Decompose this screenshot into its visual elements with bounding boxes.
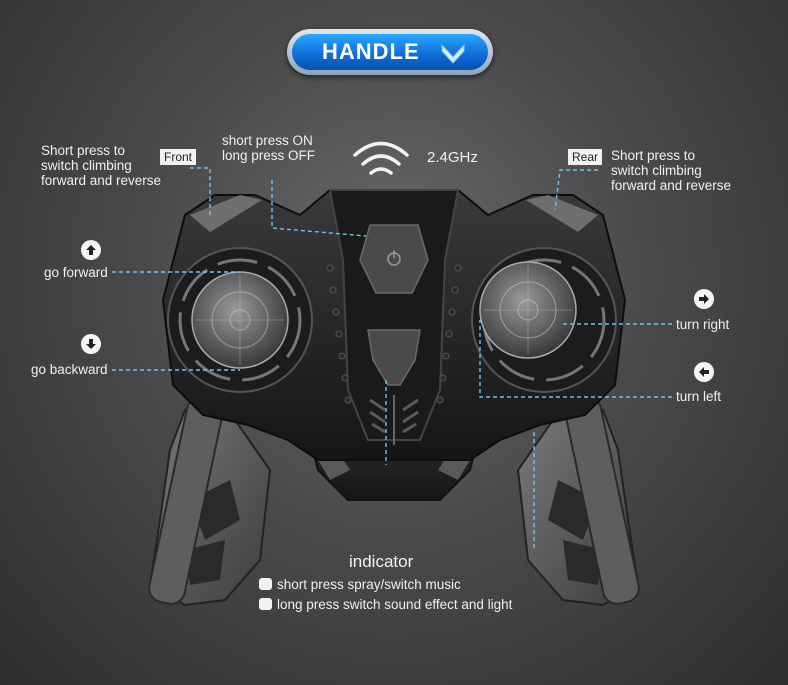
rear-text-line: switch climbing bbox=[611, 163, 702, 178]
rear-tag: Rear bbox=[568, 149, 603, 165]
page-title: HANDLE bbox=[322, 39, 420, 64]
title-badge: HANDLE bbox=[287, 29, 493, 75]
turn-left-label: turn left bbox=[676, 389, 722, 404]
front-text-line: Short press to bbox=[41, 143, 126, 158]
arrow-left-icon bbox=[694, 362, 714, 382]
front-text-line: switch climbing bbox=[41, 158, 132, 173]
indicator-item-long-press: long press switch sound effect and light bbox=[259, 597, 512, 612]
rear-text-line: Short press to bbox=[611, 148, 696, 163]
go-backward-label: go backward bbox=[31, 362, 108, 377]
left-grip bbox=[148, 395, 272, 607]
wifi-signal-icon bbox=[353, 141, 409, 175]
right-joystick bbox=[479, 261, 577, 359]
power-text-line: short press ON bbox=[222, 133, 313, 148]
rear-text-line: forward and reverse bbox=[611, 178, 732, 193]
power-text-line: long press OFF bbox=[222, 148, 316, 163]
front-text-line: forward and reverse bbox=[41, 173, 162, 188]
power-button bbox=[359, 224, 429, 294]
go-forward-label: go forward bbox=[44, 265, 108, 280]
signal-label: 2.4GHz bbox=[427, 149, 478, 166]
right-grip bbox=[516, 395, 640, 607]
controller-body bbox=[161, 189, 627, 461]
long-press-icon bbox=[259, 598, 272, 610]
indicator-item-text: long press switch sound effect and light bbox=[277, 597, 513, 612]
arrow-right-icon bbox=[694, 289, 714, 309]
indicator-item-short-press: short press spray/switch music bbox=[259, 577, 461, 592]
leader-lines bbox=[112, 167, 672, 548]
front-description: Short press to switch climbing forward a… bbox=[41, 143, 161, 188]
rear-description: Short press to switch climbing forward a… bbox=[611, 148, 731, 193]
turn-right-label: turn right bbox=[676, 317, 730, 332]
short-press-icon bbox=[259, 578, 272, 590]
front-tag: Front bbox=[160, 149, 197, 165]
power-description: short press ON long press OFF bbox=[222, 133, 315, 163]
arrow-down-icon bbox=[81, 334, 101, 354]
indicator-button bbox=[367, 329, 421, 386]
chevron-down-icon bbox=[441, 43, 465, 64]
indicator-title: indicator bbox=[349, 552, 414, 571]
arrow-up-icon bbox=[81, 240, 101, 260]
indicator-item-text: short press spray/switch music bbox=[277, 577, 461, 592]
